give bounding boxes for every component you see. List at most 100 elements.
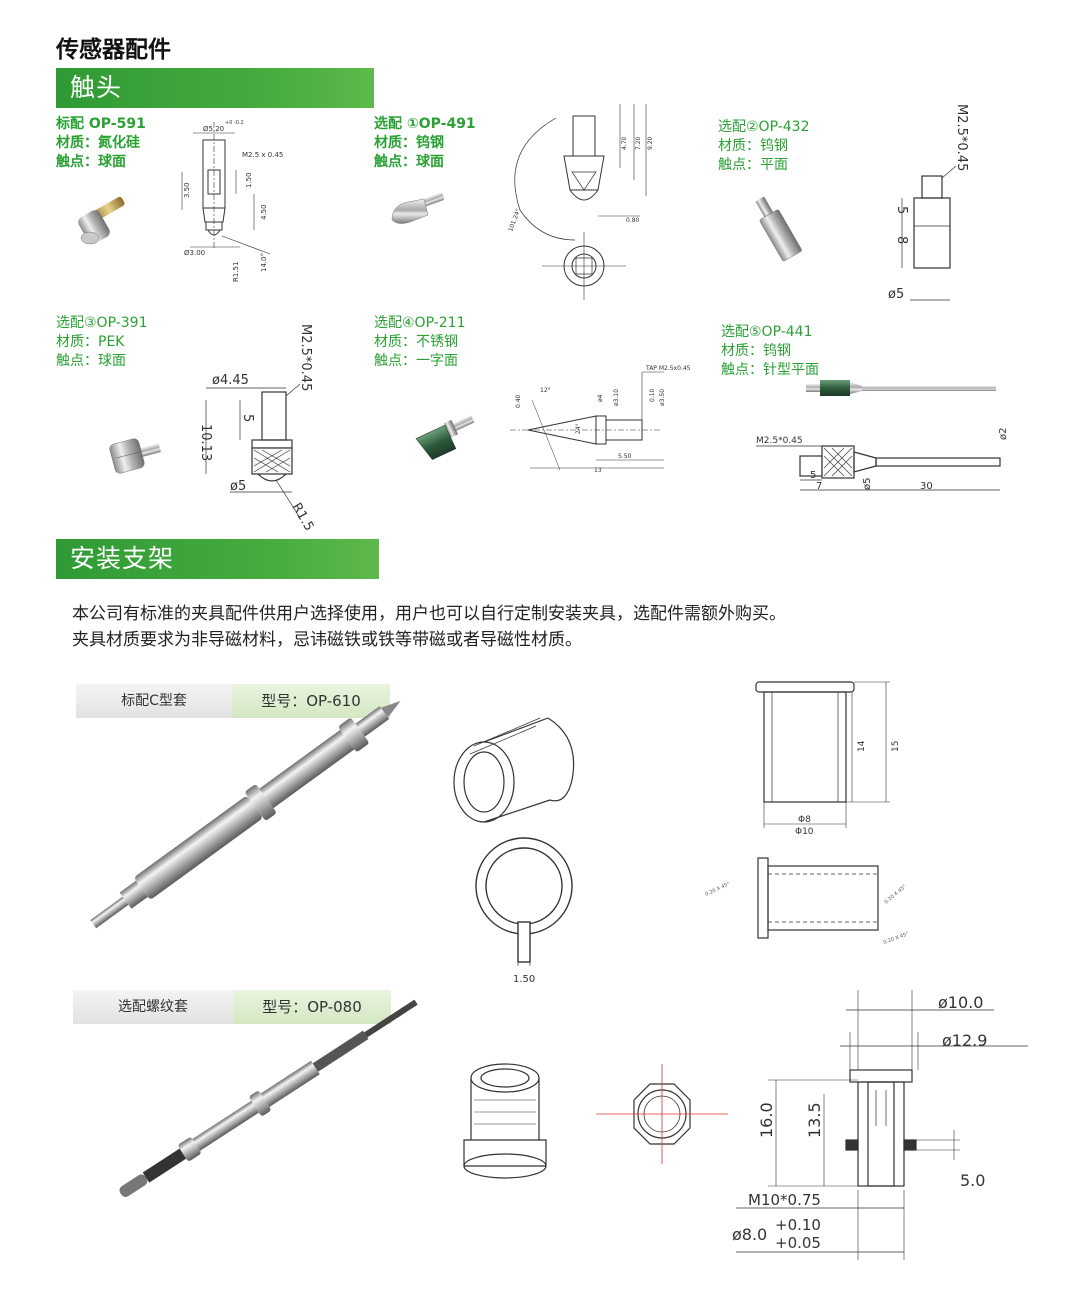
- dim-op610-h2: 15: [891, 741, 901, 752]
- dim-op211-ang1: 12°: [540, 387, 551, 394]
- spec-material: 材质：钨钢: [374, 135, 444, 151]
- thread-sleeve-3d: [463, 1063, 547, 1179]
- dim-op080-h3: 5.0: [960, 1171, 985, 1190]
- spec-model: 选配 ①OP-491: [374, 116, 476, 132]
- dim-op591-d1: Ø5.20: [203, 125, 224, 133]
- dim-op441-d1: ø2: [998, 428, 1009, 440]
- dim-op080-h1: 16.0: [757, 1102, 776, 1138]
- bracket-drawings: 1.50 14 15 Φ8 Φ10 0.20 X 45° 0.20 X 45° …: [90, 681, 1028, 1260]
- dim-op441-l2: 7: [816, 481, 822, 492]
- op591-photo: [78, 196, 125, 245]
- op432-drawing: [901, 165, 957, 301]
- spec-model: 选配②OP-432: [718, 119, 810, 135]
- op391-drawing: [205, 383, 301, 519]
- spec-material: 材质：氮化硅: [56, 135, 140, 151]
- spec-contact: 触点：球面: [374, 154, 444, 170]
- spec-op491: 选配 ①OP-491 材质：钨钢 触点：球面: [374, 115, 476, 172]
- dim-op610-ch2: 0.20 X 45°: [883, 884, 908, 906]
- dim-op491-b: 7.20: [635, 136, 642, 150]
- op441-photo: [806, 380, 996, 396]
- op432-photo: [755, 196, 802, 262]
- dim-op432-l2: 8: [894, 236, 909, 244]
- spec-contact: 触点：球面: [56, 154, 126, 170]
- dim-op211-ang2: 24°: [575, 423, 582, 434]
- spec-model: 选配⑤OP-441: [721, 324, 813, 340]
- c-sleeve-ring: [475, 837, 573, 966]
- op610-photo: [90, 700, 401, 929]
- spec-op591: 标配 OP-591 材质：氮化硅 触点：球面: [56, 115, 146, 172]
- bracket-label-thread-sleeve: 选配螺纹套: [73, 990, 233, 1024]
- dim-op080-tol-plus: +0.10: [775, 1216, 821, 1234]
- spec-material: 材质：钨钢: [721, 343, 791, 359]
- dim-op211-tap: TAP M2.5x0.45: [645, 365, 691, 372]
- spec-model: 标配 OP-591: [56, 116, 146, 132]
- thread-sleeve-section: [736, 990, 1028, 1260]
- spec-material: 材质：钨钢: [718, 138, 788, 154]
- dim-op391-l2: 10.13: [198, 424, 213, 461]
- dim-op211-d3: ø3.50: [659, 389, 666, 406]
- dim-op391-r: R1.5: [289, 501, 317, 534]
- dim-op591-l2: 1.50: [245, 172, 253, 188]
- dim-op610-d2: Φ10: [795, 827, 814, 837]
- op591-drawing: [181, 122, 271, 255]
- intro-line: 夹具材质要求为非导磁材料，忌讳磁铁或铁等带磁或者导磁性材质。: [72, 630, 582, 650]
- op080-photo: [119, 999, 418, 1197]
- spec-contact: 触点：平面: [718, 157, 788, 173]
- dim-op441-thread: M2.5*0.45: [756, 436, 803, 446]
- dim-op432-thread: M2.5*0.45: [954, 104, 969, 171]
- dim-op591-l3: 4.50: [260, 204, 268, 220]
- dim-op610-gap: 1.50: [513, 974, 535, 985]
- dim-op080-d2: ø12.9: [942, 1031, 987, 1050]
- spec-op441: 选配⑤OP-441 材质：钨钢 触点：针型平面: [721, 323, 819, 380]
- dim-op591-ang: 14.0°: [260, 253, 268, 272]
- dim-op441-l1: 5: [810, 470, 816, 481]
- dim-op491-d: 0.80: [626, 217, 640, 224]
- spec-model: 选配③OP-391: [56, 315, 148, 331]
- dim-op211-v1: 0.10: [649, 388, 656, 402]
- dim-op391-d1: ø4.45: [212, 373, 249, 388]
- dim-op491-a: 4.70: [621, 136, 628, 150]
- dim-op432-l1: 5: [894, 206, 909, 214]
- dim-op211-d2: ø3.10: [613, 389, 620, 406]
- dim-op080-tol-minus: +0.05: [775, 1234, 821, 1252]
- dim-op080-thread: M10*0.75: [748, 1191, 821, 1209]
- dim-op610-ch1: 0.20 X 45°: [704, 881, 731, 898]
- section-title-brackets: 安装支架: [70, 544, 175, 573]
- c-sleeve-section: [757, 857, 879, 939]
- op491-photo: [391, 192, 445, 224]
- section-title-contacts: 触头: [70, 73, 123, 102]
- dim-op080-bore: ø8.0: [732, 1225, 767, 1244]
- dim-op211-d1: ø4: [597, 394, 604, 402]
- dim-op391-thread: M2.5*0.45: [298, 324, 313, 391]
- dim-op080-h2: 13.5: [805, 1102, 824, 1138]
- section-bar-contacts: 触头: [56, 68, 374, 108]
- c-sleeve-3d: [453, 717, 575, 823]
- c-sleeve-elevation: [755, 681, 890, 828]
- dim-op591-l1: 3.50: [183, 182, 191, 198]
- dim-op610-ch3: 0.20 X 45°: [883, 931, 911, 946]
- intro-text: 本公司有标准的夹具配件供用户选择使用，用户也可以自行定制安装夹具，选配件需额外购…: [72, 601, 786, 653]
- spec-contact: 触点：针型平面: [721, 362, 819, 378]
- dim-op591-r: R1.51: [232, 262, 240, 282]
- op391-photo: [109, 438, 161, 474]
- op211-drawing: [510, 371, 664, 471]
- op441-drawing: [756, 445, 1001, 491]
- dim-op491-c: 9.20: [647, 136, 654, 150]
- dim-op432-d: ø5: [888, 287, 904, 302]
- dim-op211-l1: 5.50: [618, 453, 632, 460]
- spec-op211: 选配④OP-211 材质：不锈钢 触点：一字面: [374, 314, 465, 371]
- spec-model: 选配④OP-211: [374, 315, 466, 331]
- spec-op432: 选配②OP-432 材质：钨钢 触点：平面: [718, 118, 809, 175]
- spec-op391: 选配③OP-391 材质：PEK 触点：球面: [56, 314, 147, 371]
- dim-op211-l2: 13: [594, 467, 602, 474]
- dim-op591-thread: M2.5 x 0.45: [242, 151, 283, 159]
- op211-photo: [415, 415, 475, 460]
- bracket-model-op610: 型号：OP-610: [232, 684, 390, 718]
- dim-op391-d2: ø5: [230, 479, 246, 494]
- dim-op391-l1: 5: [240, 414, 255, 422]
- spec-contact: 触点：一字面: [374, 353, 458, 369]
- bracket-label-c-sleeve: 标配C型套: [76, 684, 232, 718]
- op491-drawing: [514, 104, 647, 300]
- dim-op441-d2: ø5: [862, 478, 873, 490]
- dim-op591-d1tol: +0 -0.2: [225, 120, 244, 126]
